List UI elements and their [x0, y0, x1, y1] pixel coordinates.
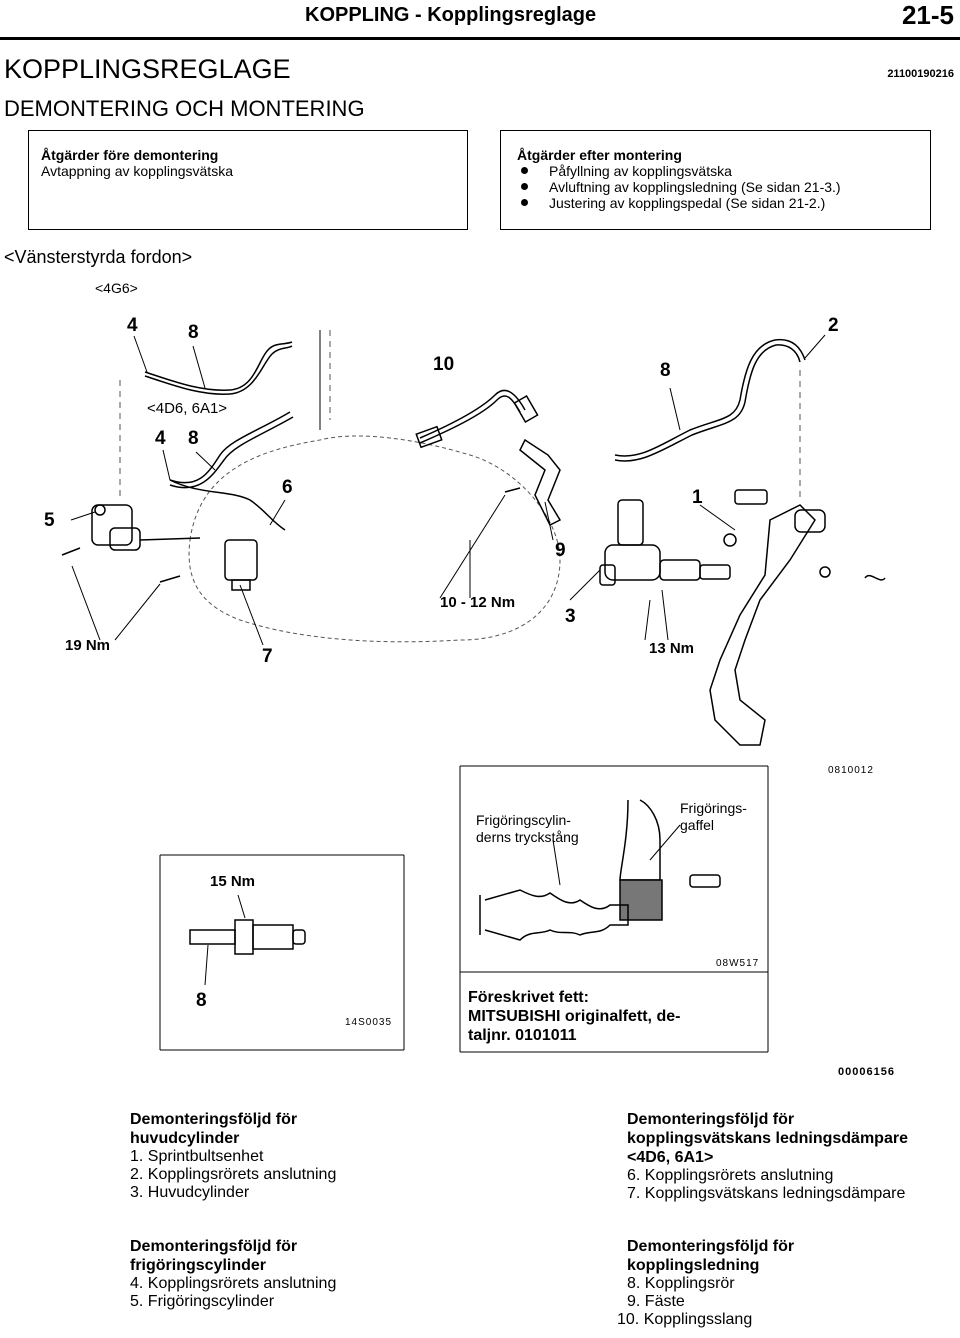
- section-title: huvudcylinder: [130, 1130, 240, 1147]
- callout-8: 8: [188, 428, 199, 449]
- pushrod-boot: [484, 889, 629, 941]
- after-installation-list: Påfyllning av kopplingsvätska Avluftning…: [517, 163, 930, 211]
- fork-label-line1: Frigörings-: [680, 800, 747, 816]
- header-title: KOPPLING - Kopplingsreglage: [305, 4, 597, 26]
- bolt-inset-code: 14S0035: [345, 1017, 393, 1028]
- section-title: Demonteringsföljd för: [130, 1111, 298, 1128]
- section-title: kopplingsledning: [627, 1257, 760, 1274]
- release-fork: [619, 799, 661, 881]
- callout-4: 4: [127, 315, 138, 336]
- sequence-item: 3. Huvudcylinder: [130, 1184, 250, 1201]
- sequence-item: 8. Kopplingsrör: [627, 1275, 735, 1292]
- before-removal-item: Avtappning av kopplingsvätska: [41, 163, 233, 179]
- section-title: Demonteringsföljd för: [627, 1238, 795, 1255]
- section-title: Demonteringsföljd för: [627, 1111, 795, 1128]
- after-installation-title: Åtgärder efter montering: [517, 147, 682, 163]
- variant-label: <Vänsterstyrda fordon>: [4, 247, 193, 267]
- union-bolt: [189, 929, 236, 945]
- clutch-line-sequence: Demonteringsföljd för kopplingsledning 8…: [617, 1237, 795, 1329]
- callout-5: 5: [44, 510, 55, 531]
- grease-spec-line1: Föreskrivet fett:: [468, 989, 589, 1006]
- callout-4: 4: [155, 428, 166, 449]
- torque-13: 13 Nm: [649, 640, 695, 657]
- sequence-item: 10. Kopplingsslang: [617, 1311, 753, 1328]
- figure-code: 0810012: [828, 765, 874, 776]
- section-title: <4D6, 6A1>: [627, 1149, 714, 1166]
- callout-8: 8: [660, 360, 671, 381]
- document-number: 21100190216: [887, 68, 954, 80]
- clutch-hose: [419, 389, 526, 439]
- section-title: kopplingsvätskans ledningsdämpare: [627, 1130, 908, 1147]
- bolt-inset: [159, 854, 405, 1051]
- fork-label-line2: gaffel: [680, 817, 714, 833]
- pushrod-label-line2: derns tryckstång: [476, 829, 579, 845]
- sequence-item: 9. Fäste: [627, 1293, 685, 1310]
- page-heading: KOPPLINGSREGLAGE: [4, 54, 291, 84]
- fork-inset-code: 08W517: [716, 958, 760, 969]
- clutch-pipe-alt: [169, 411, 291, 484]
- callout-3: 3: [565, 606, 576, 627]
- torque-15: 15 Nm: [210, 873, 256, 890]
- sequence-item: 7. Kopplingsvätskans ledningsdämpare: [627, 1185, 906, 1202]
- section-title: frigöringscylinder: [130, 1257, 267, 1274]
- bottom-figure-code: 00006156: [838, 1066, 895, 1078]
- master-cylinder-sequence: Demonteringsföljd för huvudcylinder 1. S…: [130, 1110, 336, 1202]
- bracket: [519, 438, 562, 527]
- page-number: 21-5: [901, 0, 954, 30]
- engine-alt-label: <4D6, 6A1>: [147, 400, 228, 417]
- torque-10-12: 10 - 12 Nm: [440, 594, 516, 611]
- clutch-pipe-right: [614, 338, 806, 457]
- after-installation-item: Avluftning av kopplingsledning (Se sidan…: [517, 179, 930, 195]
- release-cylinder: [91, 504, 133, 546]
- callout-2: 2: [828, 315, 839, 336]
- callout-9: 9: [555, 540, 566, 561]
- sequence-item: 5. Frigöringscylinder: [130, 1293, 275, 1310]
- sequence-item: 4. Kopplingsrörets anslutning: [130, 1275, 337, 1292]
- clutch-pedal: [709, 504, 816, 746]
- clutch-pipe-upper: [144, 341, 293, 391]
- transmission-housing: [188, 435, 561, 643]
- damper-sequence: Demonteringsföljd för kopplingsvätskans …: [627, 1110, 908, 1203]
- before-removal-title: Åtgärder före demontering: [41, 147, 219, 163]
- sequence-item: 1. Sprintbultsenhet: [130, 1148, 264, 1165]
- callout-8: 8: [188, 322, 199, 343]
- grease-spec-line3: taljnr. 0101011: [468, 1027, 577, 1044]
- pin-bolt: [734, 489, 768, 505]
- after-installation-item: Påfyllning av kopplingsvätska: [517, 163, 930, 179]
- callout-10: 10: [433, 354, 455, 375]
- header-rule: [0, 37, 960, 40]
- release-cylinder-sequence: Demonteringsföljd för frigöringscylinder…: [130, 1237, 336, 1311]
- sequence-item: 6. Kopplingsrörets anslutning: [627, 1167, 834, 1184]
- callout-7: 7: [262, 646, 273, 667]
- after-installation-box: Åtgärder efter montering Påfyllning av k…: [500, 130, 931, 230]
- master-cylinder: [604, 544, 661, 581]
- page-subheading: DEMONTERING OCH MONTERING: [4, 96, 365, 121]
- grease-spec-line2: MITSUBISHI originalfett, de-: [468, 1008, 681, 1025]
- callout-6: 6: [282, 477, 293, 498]
- engine-label: <4G6>: [95, 280, 138, 296]
- section-title: Demonteringsföljd för: [130, 1238, 298, 1255]
- fluid-damper: [224, 539, 258, 581]
- fork-inset: [459, 765, 769, 1053]
- torque-19: 19 Nm: [65, 637, 111, 654]
- pushrod-label-line1: Frigöringscylin-: [476, 812, 571, 828]
- callout-1: 1: [692, 487, 703, 508]
- callout-8: 8: [196, 990, 207, 1011]
- sequence-item: 2. Kopplingsrörets anslutning: [130, 1166, 337, 1183]
- before-removal-box: Åtgärder före demontering Avtappning av …: [28, 130, 468, 230]
- after-installation-item: Justering av kopplingspedal (Se sidan 21…: [517, 195, 930, 211]
